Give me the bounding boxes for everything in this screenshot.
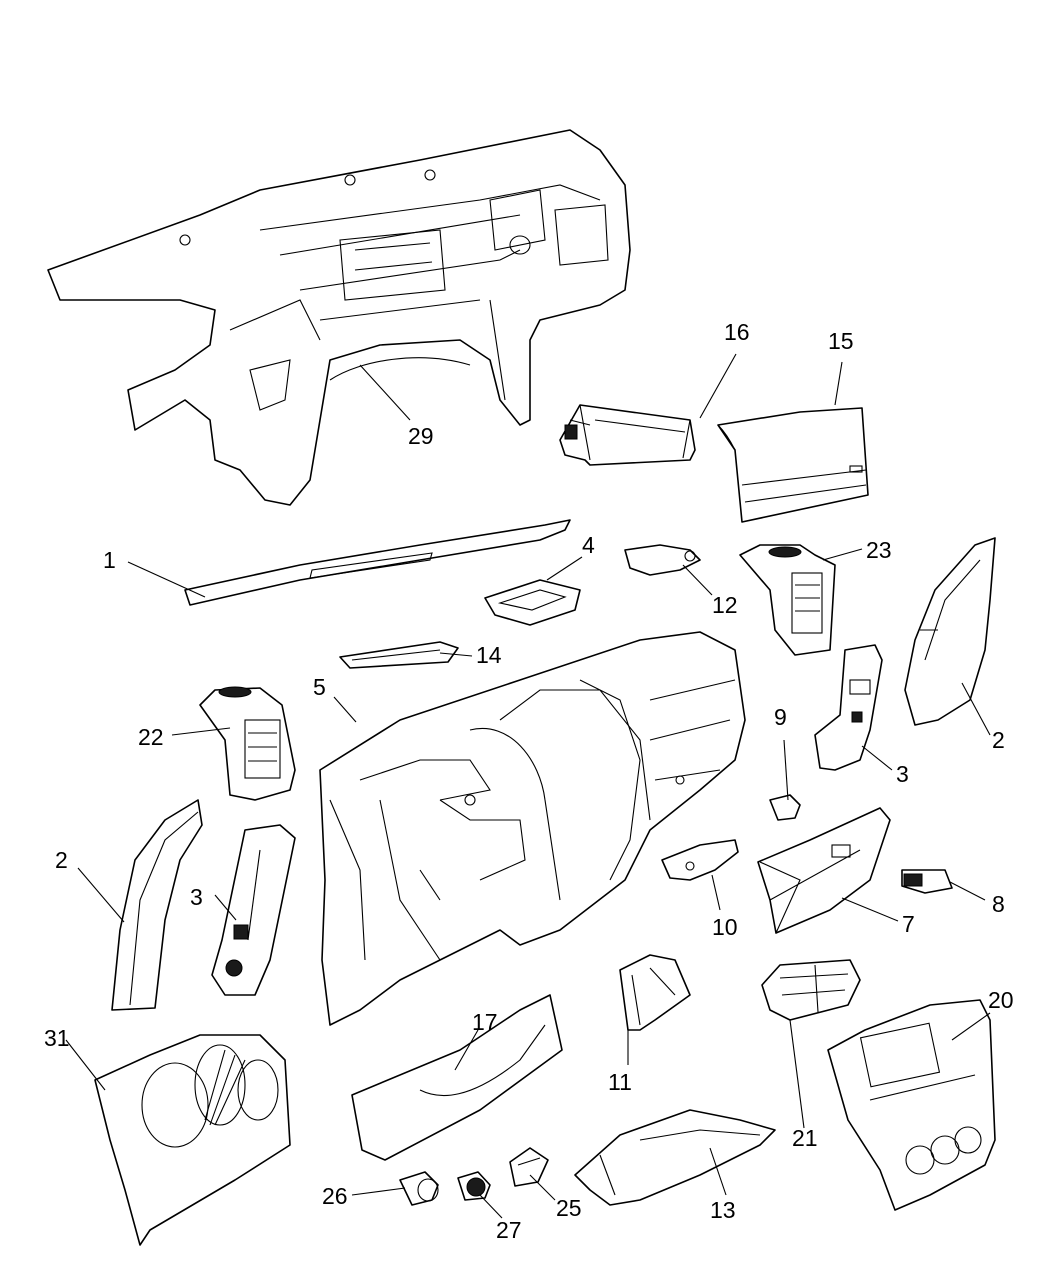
callout-17: 17 [472,1009,498,1035]
callout-11: 11 [608,1069,632,1095]
callout-16: 16 [724,319,750,345]
callout-31: 31 [44,1025,70,1051]
part-7-glove-box [757,807,891,934]
callout-20: 20 [988,987,1014,1013]
part-26-socket [399,1171,439,1206]
part-27-knob [457,1171,491,1201]
callout-23: 23 [866,537,892,563]
callout-2-left: 2 [55,847,68,873]
leader-lines [65,353,991,1219]
callout-15: 15 [828,328,854,354]
part-2-pillar-trim-right [904,537,996,726]
callout-7: 7 [902,911,915,937]
callout-3-left: 3 [190,884,203,910]
callout-14: 14 [476,642,502,668]
part-31-cluster-bezel [94,1034,291,1246]
callout-22: 22 [138,724,164,750]
callout-8: 8 [992,891,1005,917]
part-22-vent-left [199,686,296,801]
callout-3-right: 3 [896,761,909,787]
part-9-clip [769,794,801,821]
part-15-panel [717,407,869,523]
callout-21: 21 [792,1125,818,1151]
callout-29: 29 [408,423,434,449]
callout-5: 5 [313,674,326,700]
callout-10: 10 [712,914,738,940]
part-1-top-pad [184,519,571,606]
part-5-instrument-panel [319,631,746,1026]
callout-12: 12 [712,592,738,618]
part-3-trim-left [211,824,296,996]
part-17-knee-bolster [351,994,563,1161]
callout-25: 25 [556,1195,582,1221]
callout-labels: 1 2 2 3 3 4 5 7 8 9 10 11 12 13 14 15 16… [44,319,1014,1243]
callout-13: 13 [710,1197,736,1223]
part-2-pillar-trim-left [111,799,203,1011]
part-12-bracket [624,544,701,576]
part-20-center-bezel [827,999,996,1211]
part-8-latch [901,869,953,894]
part-29-dash-frame [47,129,631,506]
part-21-switch-bank [761,959,861,1021]
callout-4: 4 [582,532,595,558]
callout-9: 9 [774,704,787,730]
part-14-bezel [339,641,459,669]
part-23-vent-right [739,544,836,656]
part-11-bracket [619,954,691,1031]
callout-2-right: 2 [992,727,1005,753]
part-4-bin [484,579,581,626]
callout-27: 27 [496,1217,522,1243]
callout-1: 1 [103,547,116,573]
part-25-switch [509,1147,549,1187]
callout-26: 26 [322,1183,348,1209]
part-13-column-cover [574,1109,776,1206]
part-16-airbag-module [559,404,696,466]
part-3-trim-right [814,644,883,771]
part-10-bracket [661,839,739,881]
